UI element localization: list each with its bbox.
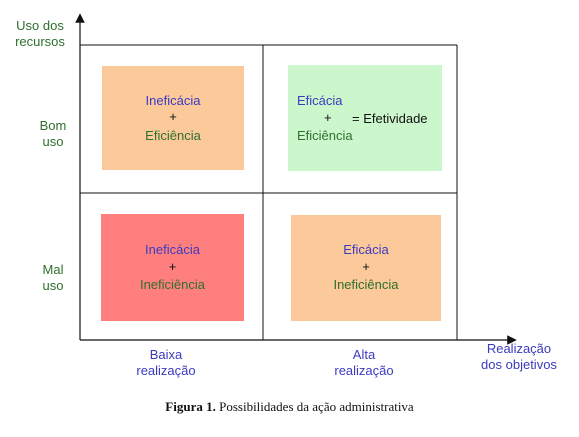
quadrant-bl-plus: + xyxy=(168,259,177,274)
y-axis-title: Uso dos recursos xyxy=(4,18,76,50)
quadrant-ineficacia-eficiencia: Ineficácia + Eficiência xyxy=(102,66,244,170)
quadrant-tr-line1: Eficácia xyxy=(297,93,343,108)
col-label-alta-line2: realização xyxy=(334,363,394,378)
quadrant-eficacia-ineficiencia: Eficácia + Ineficiência xyxy=(291,215,441,321)
quadrant-tr-plus: + xyxy=(324,110,332,125)
quadrant-tl-line3: Eficiência xyxy=(145,128,201,143)
col-label-alta: Alta realização xyxy=(314,347,414,379)
quadrant-eficacia-eficiencia: Eficácia + Eficiência xyxy=(288,65,442,171)
quadrant-br-line1: Eficácia xyxy=(343,242,389,257)
row-label-mal-uso-line1: Mal xyxy=(42,262,64,277)
x-axis-title: Realização dos objetivos xyxy=(464,341,574,373)
col-label-baixa: Baixa realização xyxy=(116,347,216,379)
row-label-bom-uso-line2: uso xyxy=(42,134,64,149)
efetividade-label: = Efetividade xyxy=(352,111,428,126)
row-label-bom-uso: Bom uso xyxy=(28,118,78,150)
figure-caption-label: Figura 1. xyxy=(165,399,216,414)
x-axis-title-line2: dos objetivos xyxy=(481,357,557,372)
quadrant-bl-line1: Ineficácia xyxy=(145,242,200,257)
quadrant-ineficacia-ineficiencia: Ineficácia + Ineficiência xyxy=(101,214,244,321)
figure-caption: Figura 1. Possibilidades da ação adminis… xyxy=(0,399,579,415)
row-label-mal-uso-line2: uso xyxy=(42,278,64,293)
col-label-alta-line1: Alta xyxy=(352,347,376,362)
quadrant-tl-line1: Ineficácia xyxy=(145,93,201,108)
quadrant-tr-line3: Eficiência xyxy=(297,128,353,143)
y-axis-title-line1: Uso dos xyxy=(16,18,64,33)
row-label-mal-uso: Mal uso xyxy=(28,262,78,294)
quadrant-br-plus: + xyxy=(362,259,370,274)
quadrant-tl-plus: + xyxy=(169,109,177,124)
quadrant-bl-line3: Ineficiência xyxy=(139,277,206,292)
col-label-baixa-line2: realização xyxy=(136,363,196,378)
y-axis-title-line2: recursos xyxy=(15,34,65,49)
col-label-baixa-line1: Baixa xyxy=(149,347,183,362)
x-axis-title-line1: Realização xyxy=(486,341,552,356)
row-label-bom-uso-line1: Bom xyxy=(39,118,67,133)
figure-caption-text: Possibilidades da ação administrativa xyxy=(219,399,414,414)
quadrant-br-line3: Ineficiência xyxy=(333,277,399,292)
